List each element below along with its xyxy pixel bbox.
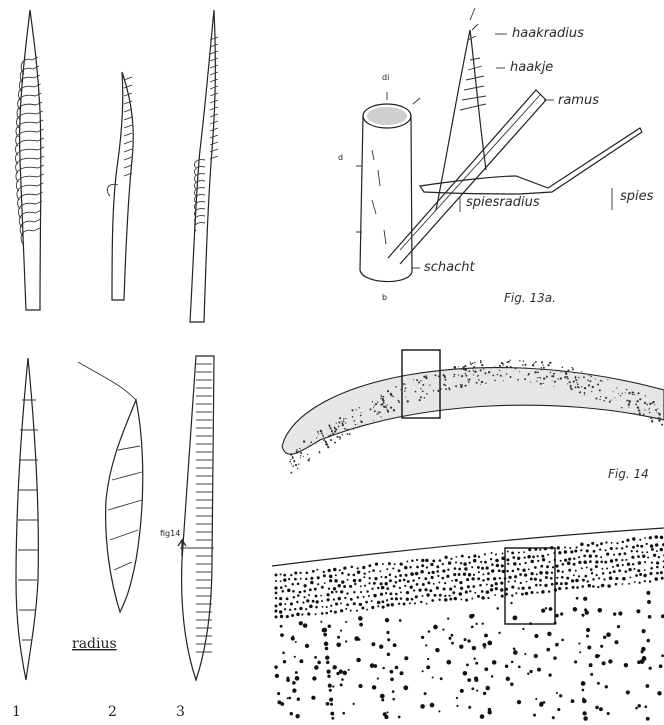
- caption-fig14: Fig. 14: [608, 467, 649, 481]
- fig14-crescent: [282, 350, 664, 474]
- fig13a-drawing: [356, 8, 642, 282]
- feather-number-3: 3: [176, 704, 185, 720]
- label-b: b: [382, 293, 387, 302]
- feather-number-2: 2: [108, 704, 117, 720]
- radius-drawing-1-top: [15, 10, 44, 310]
- radius-drawing-2-bottom: [78, 362, 143, 612]
- label-haakradius: haakradius: [512, 26, 584, 41]
- caption-fig13a: Fig. 13a.: [504, 291, 556, 305]
- label-spies: spies: [620, 189, 654, 204]
- label-d: d: [338, 153, 343, 162]
- enlarged-section: [272, 528, 664, 721]
- label-schacht: schacht: [424, 260, 476, 275]
- radius-drawing-3-bottom: fig14: [160, 356, 214, 680]
- label-di: di: [382, 73, 389, 82]
- radius-drawing-2-top: [107, 72, 133, 300]
- label-spiesradius: spiesradius: [466, 195, 540, 210]
- label-haakje: haakje: [510, 60, 553, 75]
- radius-drawing-1-bottom: [16, 358, 38, 680]
- feather-number-1: 1: [12, 704, 21, 720]
- radius-drawing-3-top: [190, 10, 218, 322]
- marker-fig14: fig14: [160, 529, 180, 538]
- label-ramus: ramus: [558, 93, 599, 108]
- label-radius: radius: [72, 636, 117, 652]
